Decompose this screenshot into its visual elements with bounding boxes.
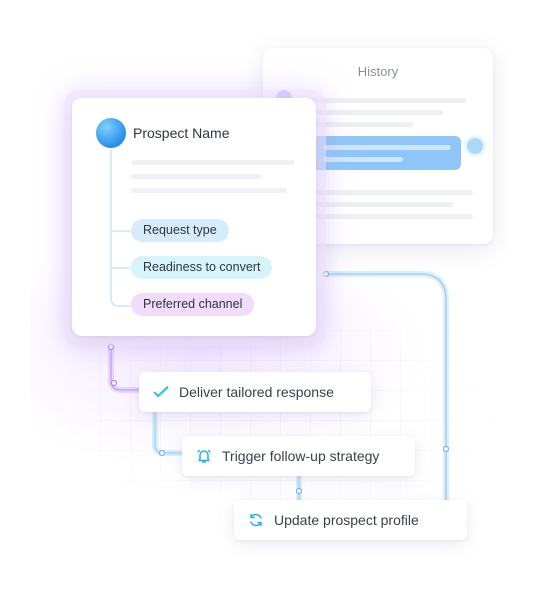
prospect-text-line — [131, 160, 295, 165]
chip-request-type[interactable]: Request type — [131, 219, 229, 242]
history-line — [313, 202, 453, 207]
refresh-icon — [248, 512, 264, 528]
prospect-text-line — [131, 174, 261, 179]
chip-preferred-channel[interactable]: Preferred channel — [131, 293, 255, 316]
history-line — [293, 110, 443, 115]
prospect-card[interactable]: Prospect Name Request type Readiness to … — [72, 98, 316, 336]
tree-connector — [110, 150, 132, 307]
action-label: Update prospect profile — [274, 512, 419, 528]
chip-readiness-to-convert[interactable]: Readiness to convert — [131, 256, 273, 279]
history-title: History — [357, 64, 399, 79]
history-line — [313, 190, 473, 195]
action-label: Trigger follow-up strategy — [222, 448, 380, 464]
deliver-tailored-response-card[interactable]: Deliver tailored response — [139, 372, 371, 412]
tree-branch — [110, 267, 130, 269]
action-label: Deliver tailored response — [179, 384, 334, 400]
avatar — [96, 118, 126, 148]
check-icon — [153, 384, 169, 400]
history-line — [293, 122, 413, 127]
history-line — [313, 214, 473, 219]
history-line — [293, 98, 467, 103]
update-prospect-profile-card[interactable]: Update prospect profile — [234, 500, 467, 540]
history-avatar-right — [467, 138, 483, 154]
trigger-follow-up-strategy-card[interactable]: Trigger follow-up strategy — [182, 436, 415, 476]
prospect-name: Prospect Name — [133, 125, 230, 141]
prospect-text-line — [131, 188, 287, 193]
history-message-bubble — [313, 136, 461, 170]
bell-icon — [196, 448, 212, 464]
tree-branch — [110, 230, 130, 232]
